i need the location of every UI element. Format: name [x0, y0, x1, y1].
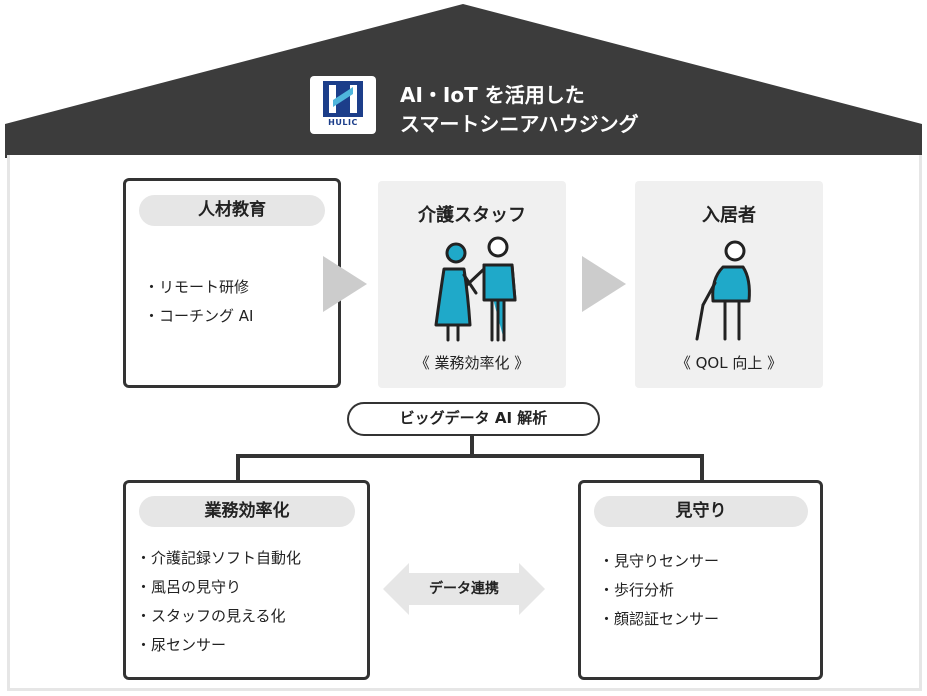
residents-caption: 《 QOL 向上 》 [675, 354, 783, 372]
connector-horizontal [236, 454, 704, 458]
caregiver-and-elder-icon [434, 236, 517, 342]
care-staff-box: 介護スタッフ 《 業務効率化 》 [378, 181, 566, 388]
list-item: ・リモート研修 [144, 278, 250, 296]
watching-list: ・見守りセンサー ・歩行分析 ・顔認証センサー [599, 547, 719, 634]
page-title-line-2: スマートシニアハウジング [400, 112, 639, 136]
watching-box: 見守り ・見守りセンサー ・歩行分析 ・顔認証センサー [578, 480, 823, 680]
list-item: ・尿センサー [136, 636, 227, 654]
connector-left-drop [236, 454, 240, 482]
connector-right-drop [700, 454, 704, 482]
list-item: ・歩行分析 [599, 581, 675, 599]
list-item: ・コーチング AI [144, 307, 254, 325]
efficiency-title: 業務効率化 [139, 496, 355, 527]
education-list: ・リモート研修 ・コーチング AI [144, 273, 253, 331]
logo-text: HULIC [328, 118, 358, 127]
care-staff-caption: 《 業務効率化 》 [414, 354, 530, 372]
double-arrow-icon [383, 563, 545, 615]
elder-with-cane-icon [695, 240, 751, 341]
list-item: ・風呂の見守り [136, 578, 242, 596]
list-item: ・見守りセンサー [599, 552, 720, 570]
bigdata-analysis-label: ビッグデータ AI 解析 [347, 402, 600, 436]
efficiency-box: 業務効率化 ・介護記録ソフト自動化 ・風呂の見守り ・スタッフの見える化 ・尿セ… [123, 480, 370, 680]
hulic-logo-icon [323, 81, 363, 117]
watching-title: 見守り [594, 496, 808, 527]
hulic-logo: HULIC [310, 76, 376, 134]
list-item: ・スタッフの見える化 [136, 607, 286, 625]
list-item: ・顔認証センサー [599, 610, 720, 628]
education-box: 人材教育 ・リモート研修 ・コーチング AI [123, 178, 341, 388]
right-arrow-icon [582, 256, 626, 312]
right-arrow-icon [323, 256, 367, 312]
page-title-line-1: AI・IoT を活用した [400, 83, 585, 107]
residents-box: 入居者 《 QOL 向上 》 [635, 181, 823, 388]
connector-vertical [470, 436, 474, 456]
house-roof [5, 4, 922, 158]
efficiency-list: ・介護記録ソフト自動化 ・風呂の見守り ・スタッフの見える化 ・尿センサー [136, 544, 301, 660]
education-title: 人材教育 [139, 195, 325, 226]
data-link-label: データ連携 [429, 581, 499, 597]
care-staff-title: 介護スタッフ [418, 205, 526, 226]
list-item: ・介護記録ソフト自動化 [136, 549, 302, 567]
residents-title: 入居者 [702, 205, 756, 226]
